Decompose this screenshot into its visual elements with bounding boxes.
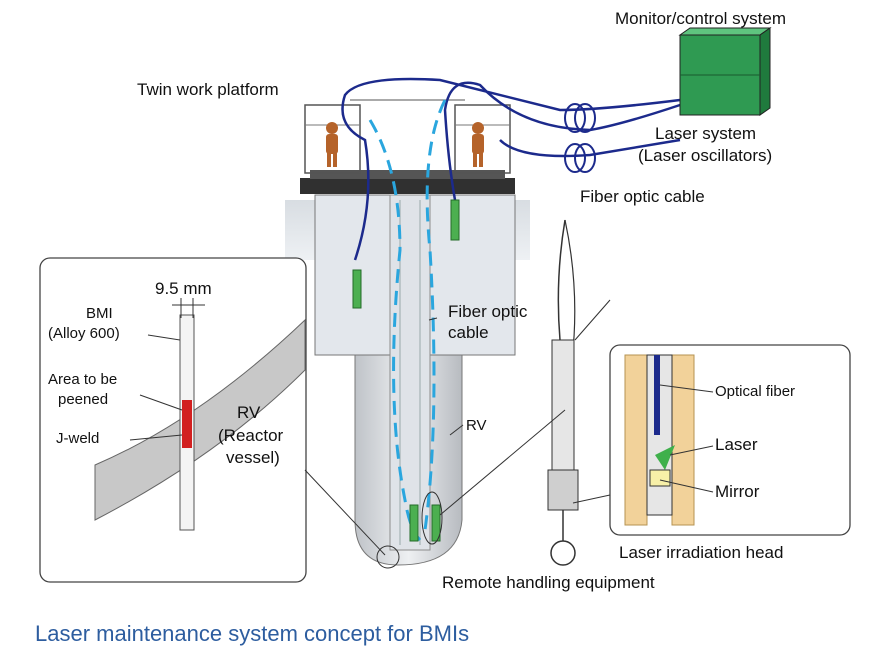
figure-caption: Laser maintenance system concept for BMI… — [35, 621, 470, 646]
bmi-label: BMI — [86, 305, 113, 322]
area-label-2: peened — [58, 391, 108, 408]
fiber-cable-top-label: Fiber optic cable — [580, 187, 705, 206]
remote-handling-equipment — [547, 219, 611, 566]
fiber-optic-cables — [341, 77, 681, 542]
reactor-vessel — [285, 194, 530, 566]
rv-label: RV — [466, 417, 487, 434]
monitor-control-box — [678, 27, 772, 116]
worker-right-icon — [472, 122, 484, 167]
laser-system-label: Laser system — [655, 124, 756, 143]
dimension-label: 9.5 mm — [155, 279, 212, 298]
twin-work-platform — [300, 99, 515, 194]
monitor-control-label: Monitor/control system — [615, 9, 786, 28]
laser-oscillators-label: (Laser oscillators) — [638, 146, 772, 165]
alloy-label: (Alloy 600) — [48, 325, 120, 342]
area-label-1: Area to be — [48, 371, 117, 388]
twin-platform-label: Twin work platform — [137, 80, 279, 99]
jweld-label: J-weld — [56, 430, 99, 447]
fiber-cable-mid-label-1: Fiber optic — [448, 302, 528, 321]
optical-fiber-label: Optical fiber — [715, 383, 795, 400]
rv-inset-label-1: RV — [237, 403, 261, 422]
irradiation-head-panel — [609, 344, 851, 536]
rv-inset-label-2: (Reactor — [218, 426, 284, 445]
rv-inset-label-3: vessel) — [226, 448, 280, 467]
worker-left-icon — [326, 122, 338, 167]
irradiation-head-label: Laser irradiation head — [619, 543, 783, 562]
remote-handling-label: Remote handling equipment — [442, 573, 655, 592]
laser-label: Laser — [715, 435, 758, 454]
fiber-cable-mid-label-2: cable — [448, 323, 489, 342]
leader-lines — [304, 317, 714, 569]
mirror-label: Mirror — [715, 482, 760, 501]
bmi-inset-panel — [39, 257, 307, 583]
